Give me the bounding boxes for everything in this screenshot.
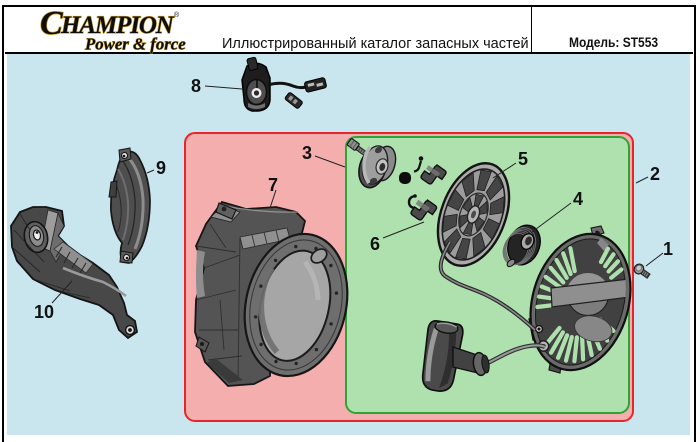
svg-text:9: 9 [156, 158, 166, 178]
svg-text:HAMPION: HAMPION [60, 12, 175, 39]
svg-text:7: 7 [268, 175, 278, 195]
svg-text:10: 10 [34, 302, 54, 322]
svg-text:2: 2 [650, 164, 660, 184]
svg-text:Power & force: Power & force [84, 35, 186, 54]
svg-text:1: 1 [663, 239, 673, 259]
svg-text:C: C [40, 6, 63, 42]
svg-text:8: 8 [191, 76, 201, 96]
svg-text:4: 4 [573, 189, 583, 209]
svg-text:®: ® [174, 11, 180, 19]
svg-text:6: 6 [370, 234, 380, 254]
svg-text:5: 5 [518, 149, 528, 169]
svg-text:3: 3 [302, 143, 312, 163]
